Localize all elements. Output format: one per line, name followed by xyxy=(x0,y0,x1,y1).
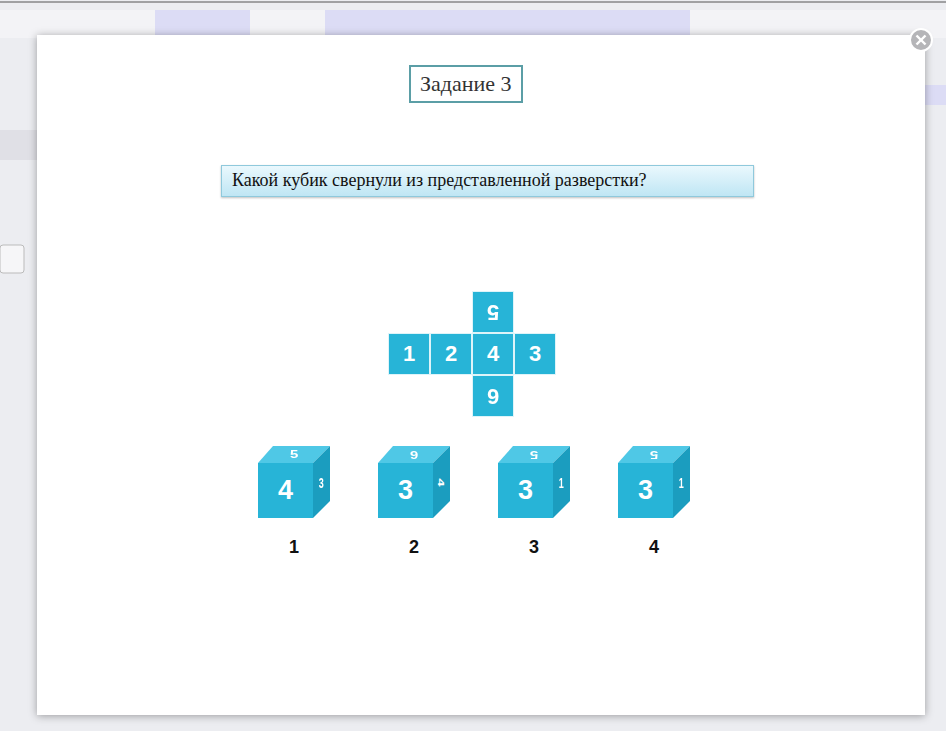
face-number: 4 xyxy=(487,342,499,366)
cube-side xyxy=(553,446,570,518)
close-button xyxy=(910,29,932,51)
cube xyxy=(258,446,330,518)
side-tab xyxy=(925,85,946,105)
modal-panel xyxy=(37,35,925,715)
cube-side-number: 3 xyxy=(319,475,324,490)
cube-side xyxy=(313,446,330,518)
face-number: 5 xyxy=(487,300,499,324)
toolbar-tab xyxy=(325,10,690,38)
cube-top-number: 6 xyxy=(410,449,418,460)
option-number: 2 xyxy=(409,538,419,556)
question-box: Какой кубик свернули из представленной р… xyxy=(221,165,754,197)
cube-top-number: 5 xyxy=(290,449,298,460)
cube-top-number: 5 xyxy=(650,449,658,460)
option-number: 1 xyxy=(289,538,299,556)
side-panel xyxy=(0,130,37,160)
cube-front xyxy=(498,463,553,518)
face-number: 6 xyxy=(487,384,499,408)
cube xyxy=(378,446,450,518)
close-circle xyxy=(910,29,932,51)
option-number: 4 xyxy=(649,538,659,556)
cube-front xyxy=(258,463,313,518)
cube-side xyxy=(433,446,450,518)
cube xyxy=(498,446,570,518)
task-title: Задание 3 xyxy=(409,65,523,103)
cube-front-number: 4 xyxy=(278,477,293,504)
cube-front-number: 3 xyxy=(638,477,653,504)
cube-front-number: 3 xyxy=(398,477,413,504)
cube-front-number: 3 xyxy=(518,477,533,504)
face-number: 1 xyxy=(403,342,415,366)
cube-side-number: 1 xyxy=(679,475,684,490)
top-rule xyxy=(0,2,946,3)
close-cross xyxy=(917,36,926,45)
net-face: 6 xyxy=(472,375,514,417)
toolbar-band xyxy=(0,10,946,38)
cube xyxy=(618,446,690,518)
net-face: 4 xyxy=(472,333,514,375)
cube-front xyxy=(618,463,673,518)
cube-top-number: 5 xyxy=(530,449,538,460)
face-number: 2 xyxy=(445,342,457,366)
cube-front xyxy=(378,463,433,518)
side-field xyxy=(0,245,24,273)
net-face: 1 xyxy=(388,333,430,375)
option-number: 3 xyxy=(529,538,539,556)
question-text: Какой кубик свернули из представленной р… xyxy=(232,171,647,191)
cube-side-number: 1 xyxy=(559,475,564,490)
net-face: 2 xyxy=(430,333,472,375)
cube-side xyxy=(673,446,690,518)
close-cross xyxy=(917,36,926,45)
cube-side-number: 4 xyxy=(437,478,446,486)
net-face: 5 xyxy=(472,291,514,333)
net-face: 3 xyxy=(514,333,556,375)
toolbar-tab xyxy=(155,10,250,38)
face-number: 3 xyxy=(529,342,541,366)
